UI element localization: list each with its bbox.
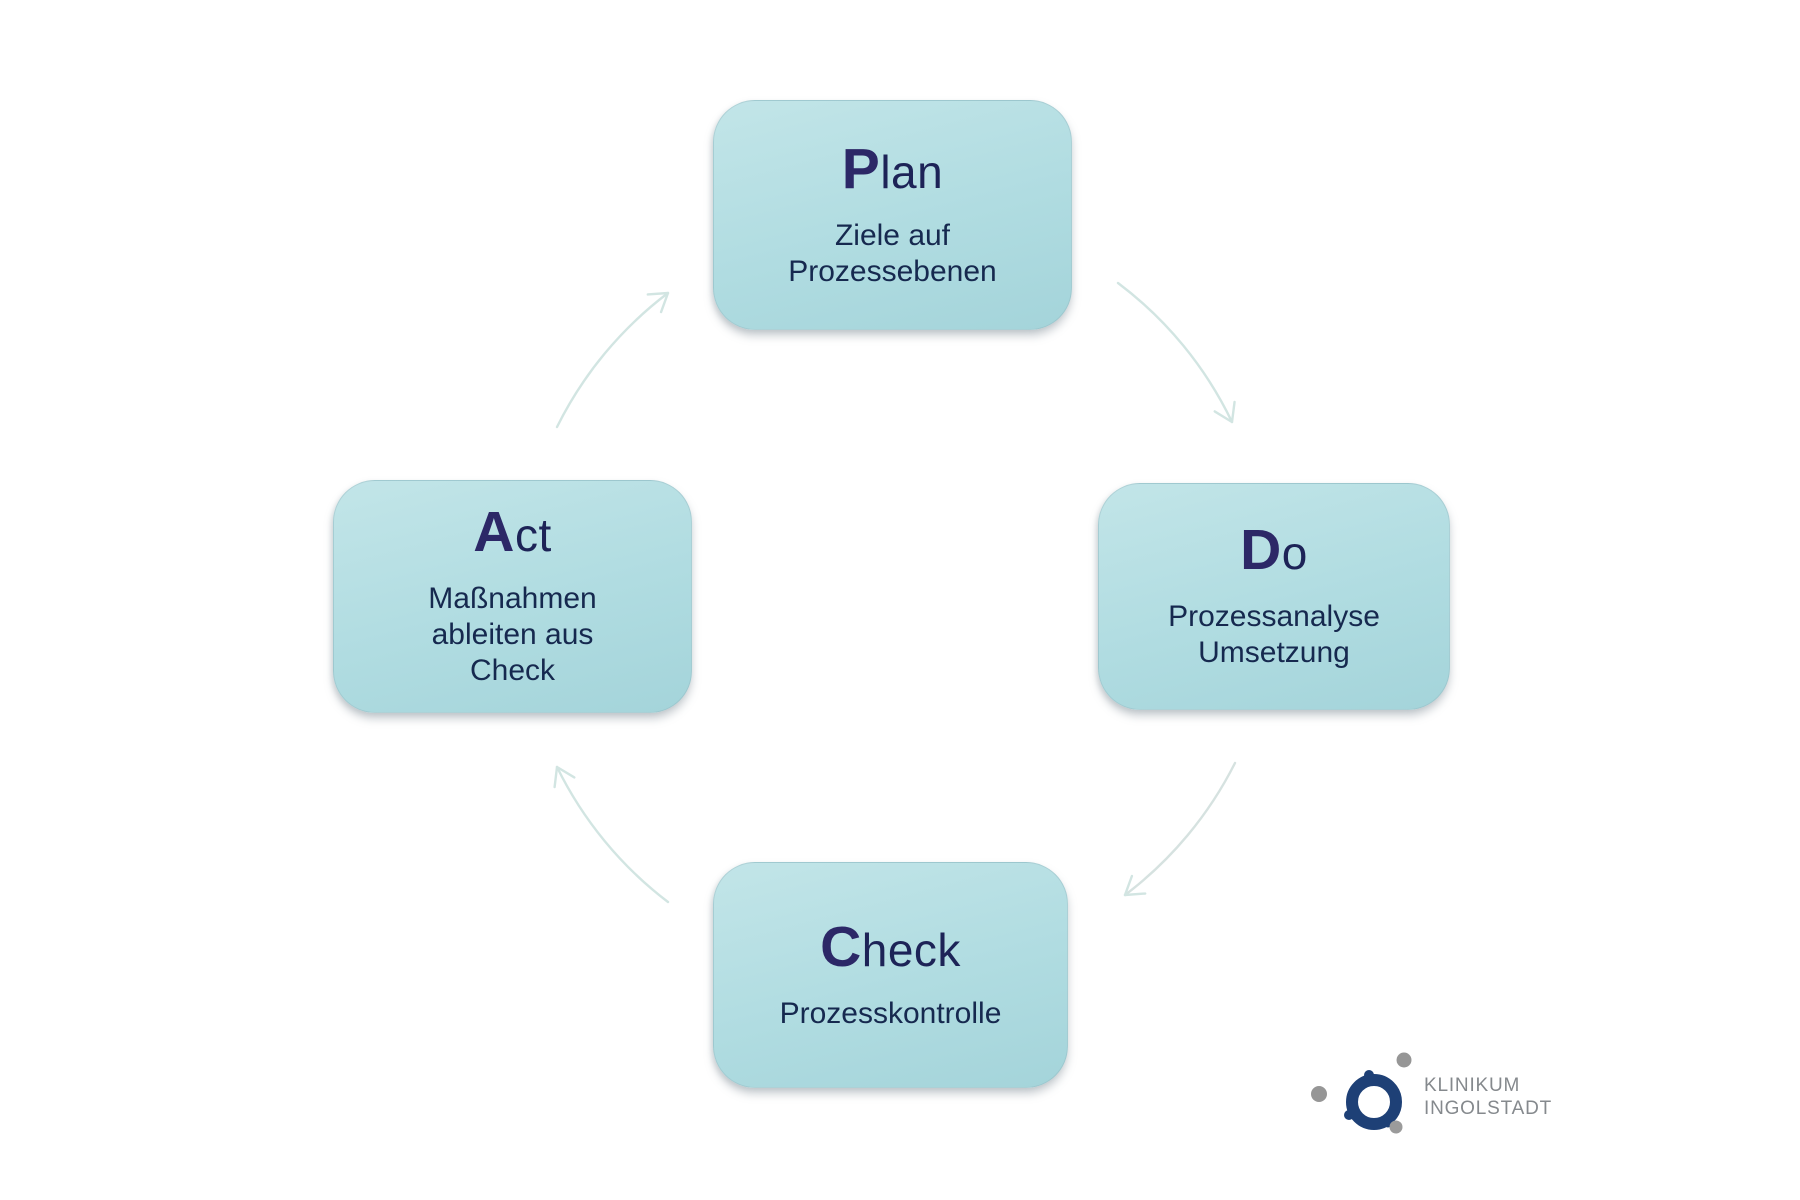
do-title: Do [1240, 522, 1308, 579]
act-subtitle: Maßnahmen ableiten aus Check [428, 581, 596, 689]
pdca-box-check: Check Prozesskontrolle [713, 862, 1068, 1088]
check-subtitle: Prozesskontrolle [780, 996, 1002, 1032]
pdca-box-plan: Plan Ziele auf Prozessebenen [713, 100, 1072, 330]
arrow-act-to-plan [555, 291, 670, 429]
check-title: Check [820, 918, 961, 976]
pdca-box-do: Do Prozessanalyse Umsetzung [1098, 483, 1450, 710]
arrow-do-to-check [1123, 761, 1237, 897]
logo-line1: KLINIKUM [1424, 1075, 1521, 1096]
klinikum-ingolstadt-logo: KLINIKUM INGOLSTADT [1310, 1038, 1610, 1156]
plan-subtitle-line1: Ziele auf [834, 218, 951, 252]
logo-line2: INGOLSTADT [1424, 1098, 1552, 1119]
plan-title: Plan [842, 140, 944, 198]
check-title-rest: heck [861, 923, 961, 976]
plan-subtitle-line2: Prozessebenen [788, 254, 997, 288]
klinikum-logo-mark-icon [1311, 1052, 1412, 1134]
do-subtitle-line1: Prozessanalyse [1168, 600, 1380, 633]
do-title-rest: o [1281, 527, 1308, 579]
klinikum-logo-text: KLINIKUM INGOLSTADT [1424, 1074, 1552, 1120]
plan-title-first-letter: P [841, 136, 881, 201]
check-title-first-letter: C [820, 914, 862, 979]
plan-title-rest: lan [880, 145, 944, 198]
act-subtitle-line1: Maßnahmen [428, 582, 597, 615]
act-title-first-letter: A [473, 500, 515, 564]
act-subtitle-line2: ableiten aus [431, 618, 594, 651]
pdca-box-act: Act Maßnahmen ableiten aus Check [333, 480, 692, 713]
do-subtitle: Prozessanalyse Umsetzung [1168, 599, 1380, 671]
act-subtitle-line3: Check [469, 654, 556, 687]
arrow-plan-to-do [1116, 281, 1236, 424]
plan-subtitle: Ziele auf Prozessebenen [788, 218, 996, 290]
act-title: Act [473, 504, 551, 561]
arrow-check-to-act [553, 765, 670, 904]
check-subtitle-line1: Prozesskontrolle [779, 996, 1002, 1030]
do-title-first-letter: D [1240, 518, 1282, 582]
act-title-rest: ct [514, 509, 552, 561]
do-subtitle-line2: Umsetzung [1198, 636, 1350, 669]
